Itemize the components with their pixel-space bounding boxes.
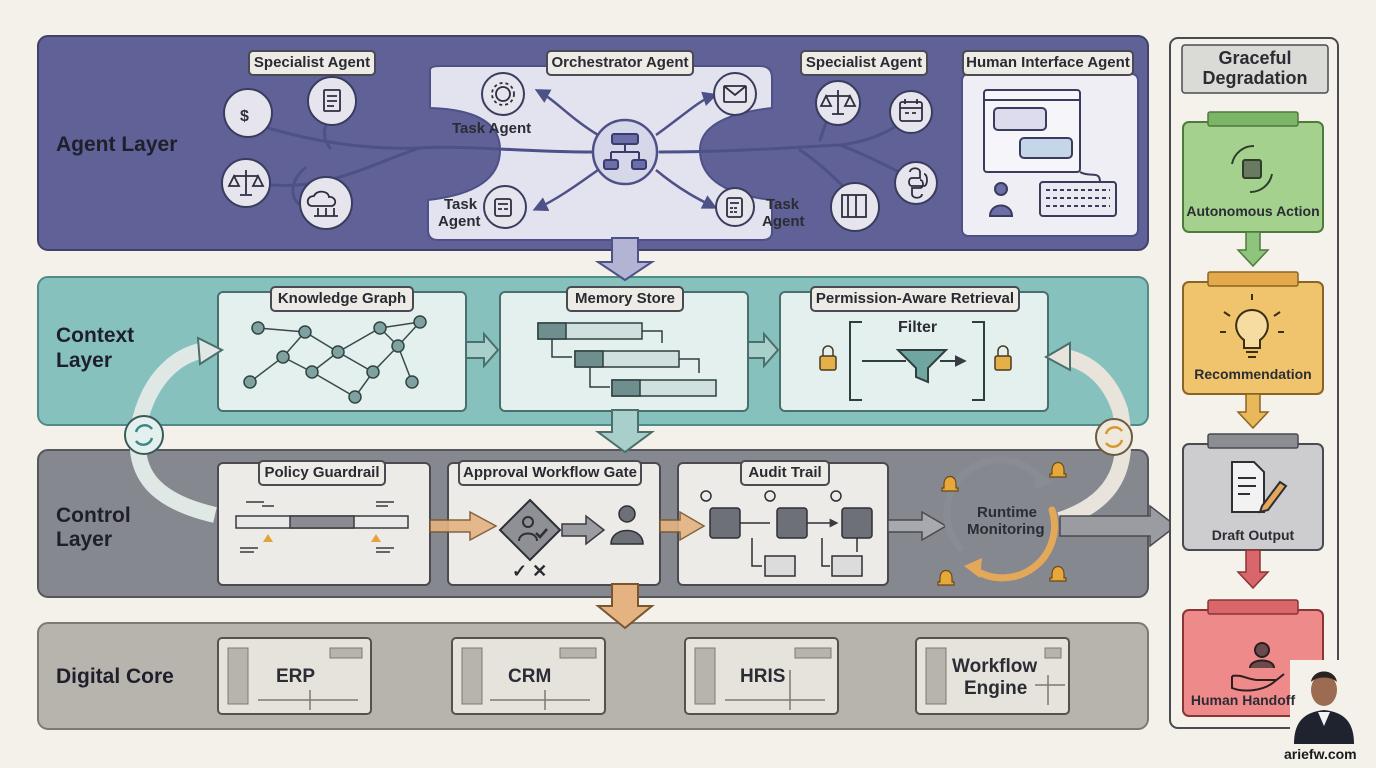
hand-person-icon [1231, 642, 1285, 692]
arrow-approval-to-audit [659, 510, 706, 542]
task-agent-bl-label-1: Task [444, 196, 478, 213]
degradation-title-1: Graceful [1218, 48, 1292, 68]
arrow-to-degradation [1059, 504, 1178, 548]
filter-label: Filter [898, 319, 938, 336]
calendar-icon [889, 90, 933, 134]
agent-layer-title: Agent Layer [56, 133, 177, 156]
arrow-memory-to-retrieval [747, 331, 780, 369]
task-agent-br-label-1: Task [766, 196, 800, 213]
arrow-draft-to-handoff [1236, 549, 1270, 590]
feedback-loop-right [1057, 349, 1132, 528]
human-interface-agent-label: Human Interface Agent [962, 50, 1134, 76]
cycle-icon [1231, 144, 1273, 194]
orchestrator-agent-label: Orchestrator Agent [546, 50, 694, 76]
workflow-engine-label-2: Engine [964, 678, 1028, 699]
arrow-kg-to-memory [465, 331, 500, 369]
control-layer-title-2: Layer [56, 528, 112, 551]
user-icon [994, 182, 1008, 196]
arrow-policy-to-approval [429, 510, 498, 542]
step-human-handoff: Human Handoff [1190, 692, 1296, 708]
step-recommendation: Recommendation [1194, 366, 1312, 382]
watermark: ariefw.com [1284, 746, 1357, 762]
svg-text:$: $ [240, 108, 249, 125]
context-layer-title-1: Context [56, 324, 134, 347]
money-bag-icon [223, 88, 273, 138]
approval-marks: ✓ ✕ [512, 561, 548, 581]
arrow-recommendation-to-draft [1236, 393, 1270, 430]
sync-icon-right [1095, 418, 1133, 456]
memory-store-label: Memory Store [566, 286, 684, 312]
arrow-agent-to-context [594, 237, 656, 282]
policy-guardrail-label: Policy Guardrail [258, 460, 386, 486]
audit-trail-flow [700, 490, 873, 577]
gear-icon [481, 72, 525, 116]
hris-label: HRIS [740, 666, 786, 687]
arrow-audit-to-monitoring [887, 510, 948, 542]
context-layer-title-2: Layer [56, 349, 112, 372]
task-agent-bl-label-2: Agent [438, 213, 481, 230]
arrow-control-to-core [595, 583, 655, 630]
task-agent-top-label: Task Agent [452, 120, 532, 137]
funnel-icon [895, 349, 949, 384]
core-layer-title: Digital Core [56, 665, 174, 688]
branch-left-2 [270, 146, 422, 188]
lock-icons [819, 345, 1012, 371]
python-icon [894, 161, 938, 205]
calculator-icon [483, 185, 527, 229]
approver-icon [610, 505, 644, 545]
arrow-to-task-agent-top [534, 89, 599, 137]
runtime-monitoring-label-2: Monitoring [967, 521, 1045, 538]
degradation-title-box [1181, 44, 1329, 94]
policy-bar [235, 501, 409, 553]
specialist-agent-right-label: Specialist Agent [800, 50, 928, 76]
map-icon [830, 182, 880, 232]
retrieval-diagram [849, 321, 985, 401]
sync-icon-left [124, 415, 164, 455]
lightbulb-icon [1220, 294, 1284, 358]
step-autonomous-action: Autonomous Action [1186, 203, 1320, 219]
approval-workflow-gate-label: Approval Workflow Gate [458, 460, 642, 486]
arrow-context-to-control [594, 409, 656, 454]
task-agent-br-label-2: Agent [762, 213, 805, 230]
permission-aware-retrieval-label: Permission-Aware Retrieval [810, 286, 1020, 312]
arrow-to-mail [655, 91, 718, 137]
crm-label: CRM [508, 666, 552, 687]
runtime-monitoring-label-1: Runtime [977, 504, 1037, 521]
cloud-network-icon [299, 176, 353, 230]
approval-diamond-icon [498, 498, 562, 562]
knowledge-graph-label: Knowledge Graph [270, 286, 414, 312]
calculator-right-icon [715, 187, 755, 227]
specialist-agent-left-label: Specialist Agent [248, 50, 376, 76]
document-edit-icon [1231, 461, 1288, 514]
knowledge-graph-nodes [243, 315, 427, 404]
alert-bell-icons [937, 461, 1067, 586]
arrow-to-task-agent-br [655, 169, 718, 209]
memory-store-stack [537, 322, 717, 397]
runtime-monitoring-cycle [943, 456, 1058, 582]
degradation-title-2: Degradation [1202, 68, 1308, 88]
arrow-autonomous-to-recommendation [1236, 231, 1270, 268]
author-avatar [1290, 660, 1360, 744]
workflow-box [915, 637, 1070, 715]
audit-trail-label: Audit Trail [740, 460, 830, 486]
workflow-engine-label-1: Workflow [952, 656, 1038, 677]
arrow-to-task-agent-bl [532, 168, 599, 211]
control-layer-title-1: Control [56, 504, 131, 527]
erp-label: ERP [276, 666, 316, 687]
step-draft-output: Draft Output [1211, 527, 1295, 543]
